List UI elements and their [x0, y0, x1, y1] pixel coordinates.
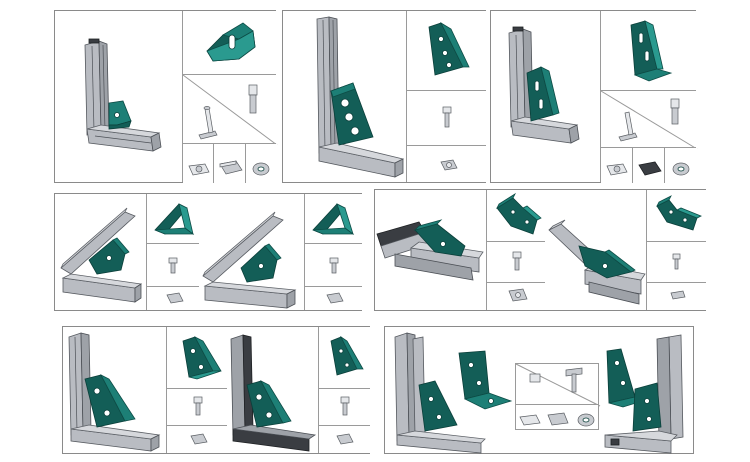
t-nut-cell [183, 144, 214, 183]
nut-cell-2 [646, 282, 706, 310]
bolts-cell [600, 90, 698, 150]
triangle-plate-composite-right [604, 334, 684, 454]
screw-cell-1 [486, 241, 546, 283]
t-nut-icon [166, 292, 184, 304]
bracket-cell-2 [304, 194, 362, 244]
obtuse-joint-assembly [548, 219, 646, 305]
screw-cell-1 [166, 388, 228, 426]
screw-icon [672, 253, 681, 270]
slide-nut-cell [214, 144, 246, 183]
screw-cell-2 [318, 388, 370, 426]
spring-nut-cell [665, 148, 697, 183]
panel-gusset-plate-set [282, 10, 486, 183]
screw-icon [193, 396, 203, 416]
bracket-cell-1 [486, 190, 546, 242]
angle-bracket-icon [206, 22, 256, 62]
angled-joint-assembly [202, 211, 297, 309]
spring-nut-icon [672, 162, 690, 176]
slide-nut-icon [219, 160, 243, 175]
screw-icon [329, 257, 339, 274]
screw-cell-2 [646, 241, 706, 283]
assembly-cell-1 [63, 327, 167, 453]
screw-icon [168, 257, 178, 274]
bracket-cell-2 [318, 327, 370, 389]
spring-nut-cell [246, 144, 277, 183]
assembly-cell [55, 11, 183, 182]
panel-135-degree-bracket-set [374, 189, 706, 311]
obtuse-joint-assembly [376, 219, 484, 281]
panel-long-angle-bracket-set [490, 10, 698, 183]
assembly-cell-1 [55, 194, 147, 310]
nuts-cell [515, 404, 599, 430]
bracket-45-icon [312, 203, 355, 236]
assembly-cell-2 [545, 190, 647, 310]
panel-heavy-corner-bracket-set [62, 326, 370, 454]
heavy-bracket-icon [182, 336, 222, 380]
assembly-cell-2 [227, 327, 319, 453]
slide-nut-cell [633, 148, 665, 183]
heavy-bracket-icon [330, 335, 364, 376]
assembly-cell-1 [375, 190, 487, 310]
bracket-135-icon [656, 195, 702, 231]
t-nut-icon [508, 288, 528, 302]
bracket-cell-1 [146, 194, 200, 244]
extrusion-corner-assembly [84, 38, 162, 152]
t-nut-icon [190, 433, 208, 445]
triangle-plate-composite [394, 332, 513, 454]
nut-cell [406, 145, 486, 182]
nuts-cell [182, 143, 277, 183]
gusset-plate-icon [428, 21, 470, 76]
extrusion-corner-assembly [508, 26, 580, 144]
bracket-cell-2 [646, 190, 706, 242]
bracket-cell [600, 11, 696, 91]
nuts-cell [600, 147, 697, 183]
nut-cell-1 [166, 425, 228, 453]
bracket-45-icon [154, 203, 195, 235]
angled-joint-assembly [60, 207, 143, 303]
t-nut-icon [326, 292, 344, 304]
panel-right-angle-bracket-set [54, 10, 278, 183]
t-nut-cell [601, 148, 633, 183]
screw-cell [406, 90, 486, 146]
bolts-cell [515, 363, 601, 407]
angle-bracket-icon [630, 20, 673, 82]
spring-nut-icon [252, 162, 270, 176]
screw-cell-1 [146, 243, 200, 287]
bolts-cell [182, 74, 278, 146]
nuts-icon [519, 412, 595, 427]
bracket-cell [182, 11, 276, 75]
nut-cell-2 [304, 286, 362, 310]
extrusion-corner-assembly [316, 16, 405, 178]
assembly-cell-2 [199, 194, 305, 310]
nut-cell-2 [318, 425, 370, 453]
corner-joint-assembly [68, 332, 161, 452]
nut-cell-1 [146, 286, 200, 310]
corner-joint-assembly [230, 334, 317, 452]
panel-triangle-plate-set [384, 326, 694, 454]
t-nut-icon [670, 290, 686, 300]
t-nut-icon [440, 159, 458, 171]
bolts-icon [182, 74, 278, 146]
assembly-cell [491, 11, 601, 182]
bolts-icon [515, 363, 601, 407]
assembly-cell [283, 11, 407, 182]
slide-nut-icon [638, 161, 662, 176]
bolts-icon [600, 90, 698, 150]
nut-cell-1 [486, 282, 546, 310]
t-nut-icon [336, 433, 354, 445]
screw-icon [340, 396, 350, 416]
bracket-135-icon [496, 192, 542, 235]
t-nut-icon [606, 163, 628, 176]
t-nut-icon [188, 163, 210, 176]
screw-icon [512, 251, 522, 271]
bracket-cell-1 [166, 327, 228, 389]
screw-cell-2 [304, 243, 362, 287]
panel-45-degree-bracket-set [54, 193, 362, 311]
screw-icon [442, 106, 452, 128]
plate-cell [406, 11, 486, 91]
